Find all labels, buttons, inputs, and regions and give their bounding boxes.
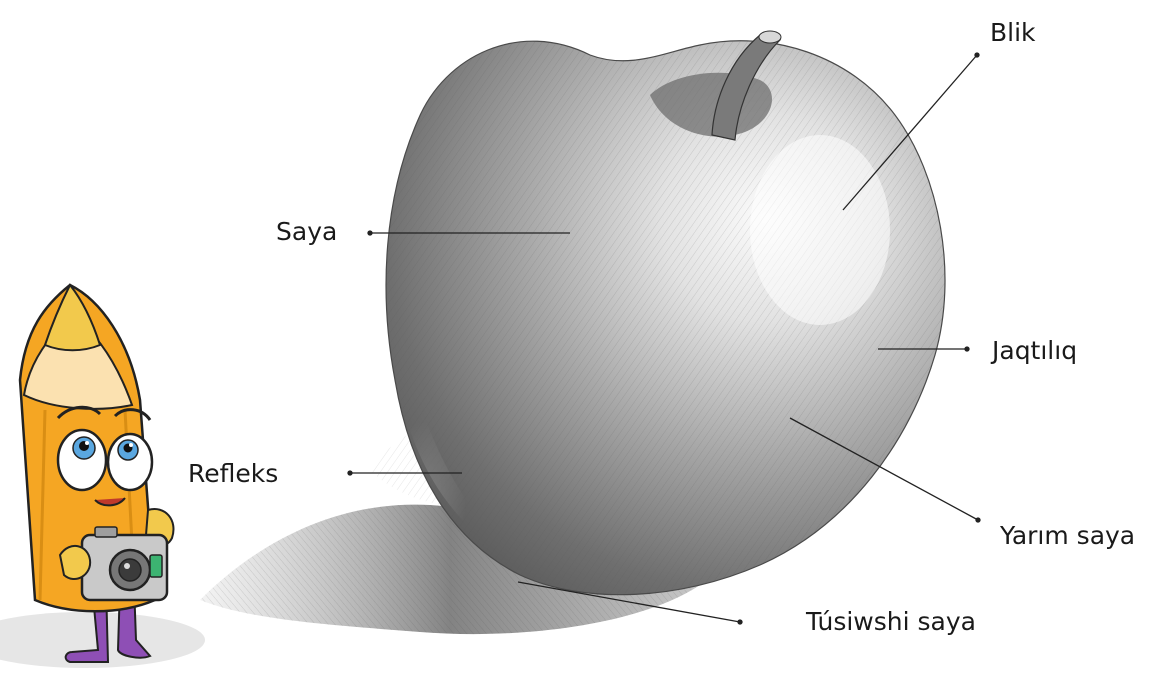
label-refleks: Refleks <box>188 461 278 486</box>
label-yarim-saya: Yarım saya <box>1000 523 1135 548</box>
apple <box>386 41 945 595</box>
label-tusiwshi-saya: Túsiwshi saya <box>806 609 976 634</box>
label-blik: Blik <box>990 20 1036 45</box>
label-jaqtiliq: Jaqtılıq <box>992 338 1077 363</box>
label-saya: Saya <box>276 219 337 244</box>
pencil-mascot-icon <box>0 285 205 668</box>
camera-icon <box>82 527 167 600</box>
